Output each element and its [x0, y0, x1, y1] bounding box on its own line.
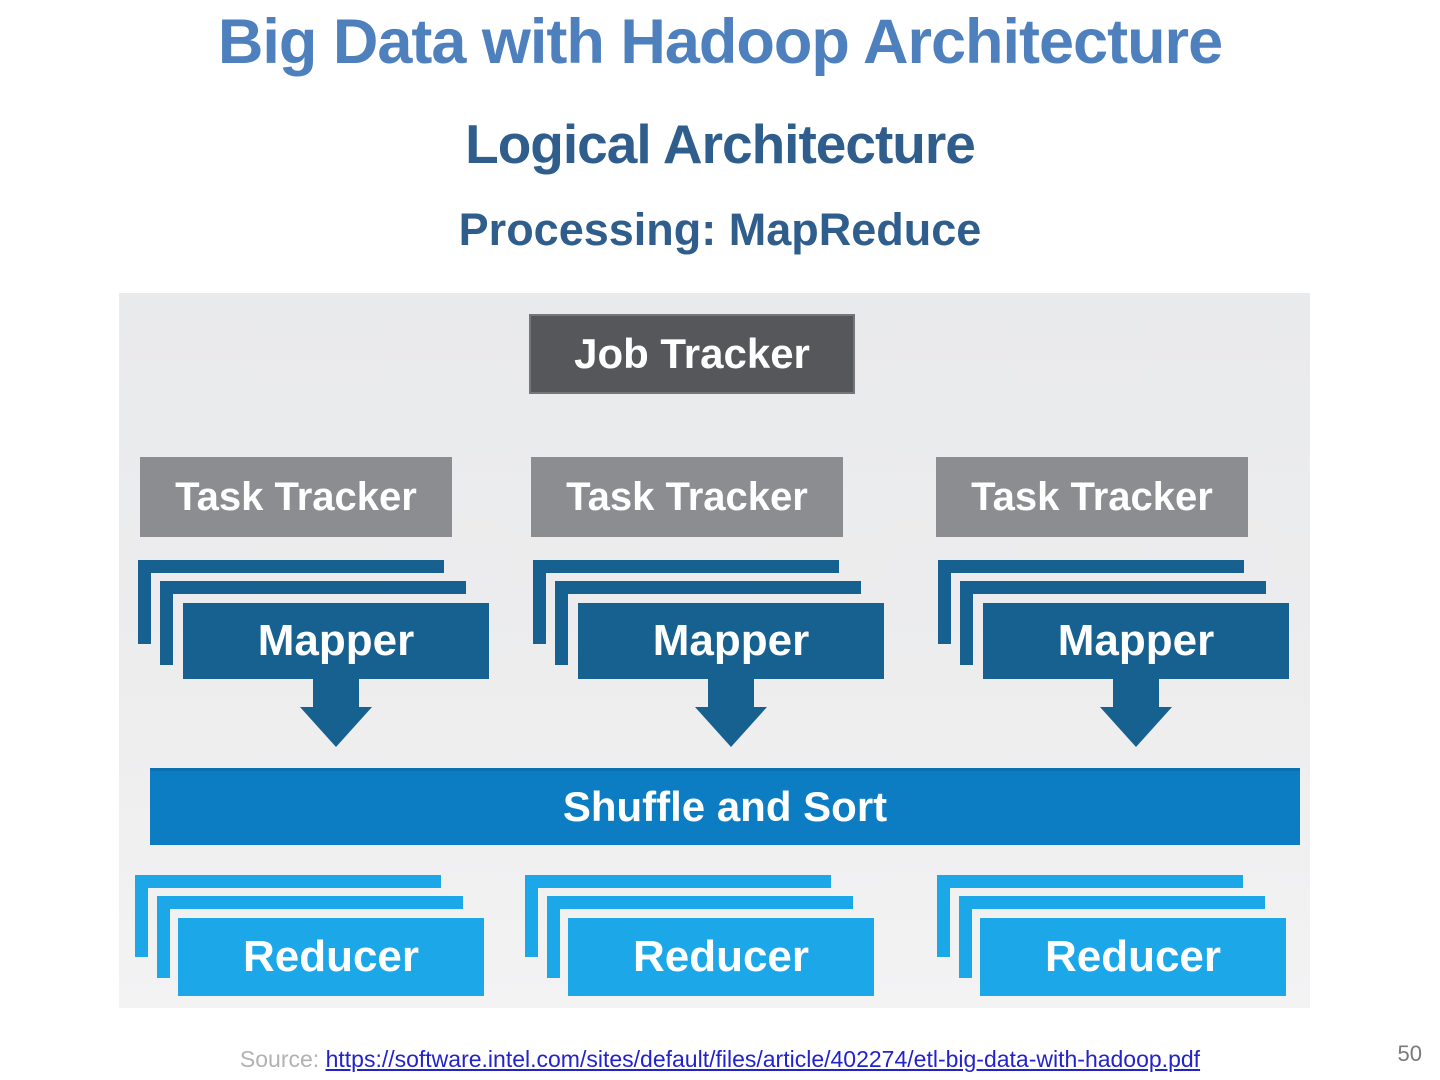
- reducer-box-1: Reducer: [178, 918, 484, 996]
- task-tracker-box-1: Task Tracker: [140, 457, 452, 537]
- mapper-box-3: Mapper: [983, 603, 1289, 679]
- mapper-box-1: Mapper: [183, 603, 489, 679]
- reducer-stack-layer: [937, 875, 1243, 957]
- slide-title: Big Data with Hadoop Architecture: [217, 7, 1223, 77]
- down-arrow-icon: [1100, 707, 1172, 747]
- mapper-stack-layer: [960, 581, 1266, 665]
- mapper-stack-layer: [138, 560, 444, 644]
- shuffle-and-sort-bar: Shuffle and Sort: [150, 768, 1300, 845]
- reducer-stack-layer: [135, 875, 441, 957]
- down-arrow-icon: [300, 707, 372, 747]
- reducer-stack-layer: [525, 875, 831, 957]
- slide-section-title: Processing: MapReduce: [458, 204, 982, 255]
- reducer-box-2: Reducer: [568, 918, 874, 996]
- mapper-stack-layer: [160, 581, 466, 665]
- slide-subtitle: Logical Architecture: [465, 113, 976, 175]
- job-tracker-box: Job Tracker: [529, 314, 855, 394]
- mapper-stack-layer: [938, 560, 1244, 644]
- reducer-box-3: Reducer: [980, 918, 1286, 996]
- source-label: Source:: [239, 1046, 320, 1072]
- page-number: 50: [1397, 1041, 1422, 1066]
- task-tracker-box-3: Task Tracker: [936, 457, 1248, 537]
- reducer-stack-layer: [547, 896, 853, 978]
- down-arrow-icon: [708, 677, 754, 707]
- down-arrow-icon: [313, 677, 359, 707]
- mapreduce-diagram: Job Tracker Task Tracker Task Tracker Ta…: [119, 293, 1310, 1008]
- source-line: Source: https://software.intel.com/sites…: [0, 1046, 1440, 1073]
- source-link[interactable]: https://software.intel.com/sites/default…: [325, 1046, 1201, 1072]
- reducer-stack-layer: [157, 896, 463, 978]
- mapper-box-2: Mapper: [578, 603, 884, 679]
- mapper-stack-layer: [533, 560, 839, 644]
- down-arrow-icon: [1113, 677, 1159, 707]
- reducer-stack-layer: [959, 896, 1265, 978]
- mapper-stack-layer: [555, 581, 861, 665]
- task-tracker-box-2: Task Tracker: [531, 457, 843, 537]
- down-arrow-icon: [695, 707, 767, 747]
